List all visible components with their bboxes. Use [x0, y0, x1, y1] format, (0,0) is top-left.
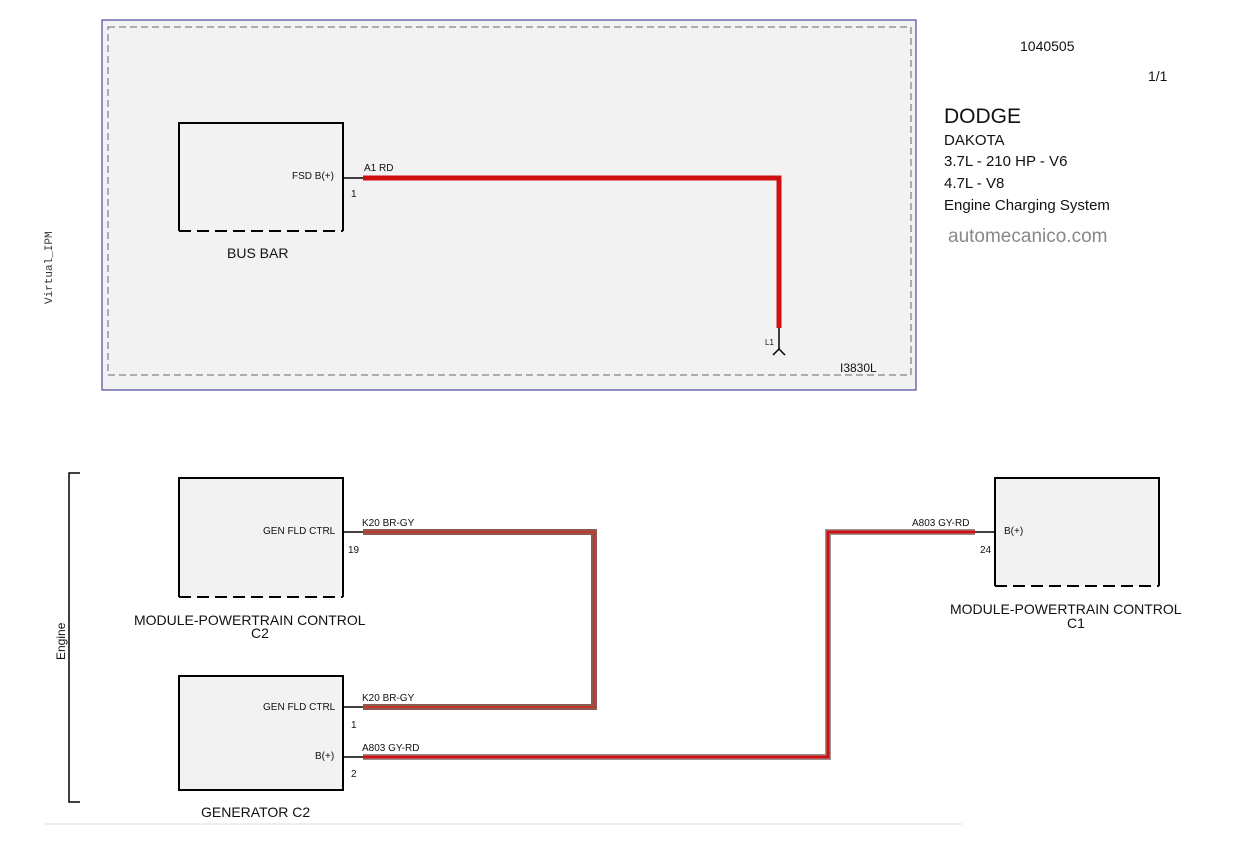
- wire-a1-label: A1 RD: [364, 163, 394, 174]
- ipm-reference: I3830L: [840, 361, 877, 375]
- pcm-c2-pin-label: GEN FLD CTRL: [263, 526, 336, 537]
- system-name: Engine Charging System: [944, 197, 1110, 214]
- doc-number: 1040505: [1020, 38, 1075, 54]
- pcm-c1-name: MODULE-POWERTRAIN CONTROL: [950, 601, 1182, 617]
- wire-a803-gen-label: A803 GY-RD: [362, 743, 420, 754]
- splice-l1-label: L1: [765, 338, 774, 347]
- pcm-c1-pin-label: B(+): [1004, 526, 1024, 537]
- wire-a1: [343, 175, 782, 328]
- generator-component: [178, 675, 344, 791]
- bus-bar-name: BUS BAR: [227, 245, 289, 261]
- zone-label-engine: Engine: [54, 622, 68, 660]
- ipm-zone-dashed: [107, 26, 912, 376]
- pcm-c2-name: MODULE-POWERTRAIN CONTROL: [134, 612, 366, 628]
- vehicle-model: DAKOTA: [944, 132, 1005, 149]
- engine-option-1: 3.7L - 210 HP - V6: [944, 153, 1068, 170]
- bus-bar-pin-number: 1: [351, 189, 357, 200]
- generator-name: GENERATOR C2: [201, 804, 311, 820]
- generator-pin1-label: GEN FLD CTRL: [263, 702, 336, 713]
- wire-a803: [343, 529, 995, 760]
- wire-k20-bottom-label: K20 BR-GY: [362, 693, 415, 704]
- pcm-c2-pin-number: 19: [348, 545, 360, 556]
- pcm-c1-pin-number: 24: [980, 545, 992, 556]
- bus-bar-pin-label: FSD B(+): [292, 171, 334, 182]
- vehicle-make: DODGE: [944, 105, 1022, 128]
- zone-label-virtual-ipm: Virtual_IPM: [44, 231, 56, 304]
- generator-pin2-number: 2: [351, 769, 357, 780]
- generator-pin1-number: 1: [351, 720, 357, 731]
- watermark: automecanico.com: [948, 226, 1108, 247]
- pcm-c2-component: [178, 477, 344, 598]
- wire-k20: [343, 529, 597, 710]
- bus-bar-component: [178, 122, 344, 232]
- engine-zone-bracket: [68, 472, 80, 803]
- generator-pin2-label: B(+): [315, 751, 335, 762]
- wire-a803-pcm-label: A803 GY-RD: [912, 518, 970, 529]
- page-indicator: 1/1: [1148, 68, 1168, 84]
- wire-k20-top-label: K20 BR-GY: [362, 518, 415, 529]
- splice-l1: [772, 328, 786, 356]
- pcm-c2-connector: C2: [251, 625, 269, 641]
- engine-option-2: 4.7L - V8: [944, 175, 1005, 192]
- pcm-c1-connector: C1: [1067, 615, 1085, 631]
